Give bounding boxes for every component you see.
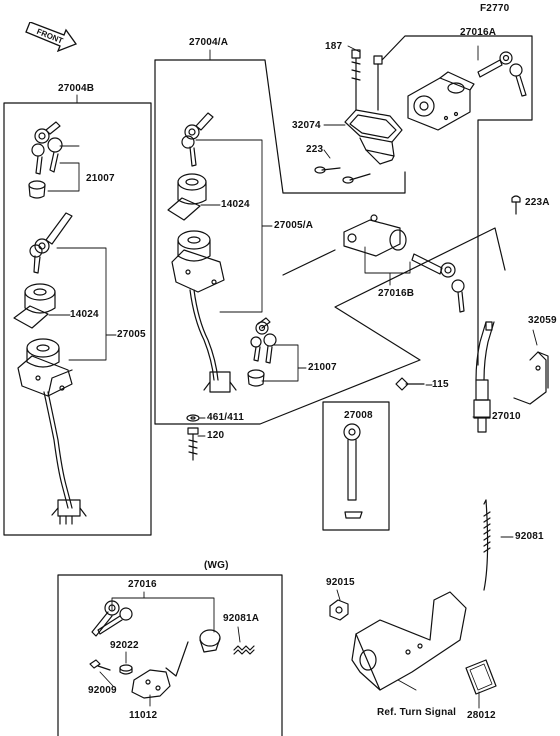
lock-cylinder-icon: [13, 283, 56, 329]
group-frame-27004B: [3, 102, 152, 536]
wire-harness: [43, 391, 87, 525]
figure-code: F2770: [480, 3, 510, 14]
part-label-28012: 28012: [467, 710, 496, 721]
part-label-27004a: 27004/A: [189, 37, 229, 48]
leader-lines: [47, 45, 538, 709]
part-label-223a: 223A: [525, 197, 550, 208]
part-label-27005a: 27005/A: [274, 220, 314, 231]
screw-icon: [314, 166, 371, 184]
lock-body-icon: [407, 71, 475, 131]
part-label-14024: 14024: [70, 309, 99, 320]
key-icon: [91, 600, 133, 637]
part-label-21007: 21007: [308, 362, 337, 373]
ignition-switch-icon: [17, 338, 73, 397]
washer-icon: [186, 414, 200, 422]
spring-icon: [233, 645, 255, 655]
part-label-27016a: 27016A: [460, 27, 497, 38]
diamond-frame: [154, 227, 506, 425]
part-label-27016: 27016: [128, 579, 157, 590]
group-frame-WG: [57, 574, 283, 736]
part-label-92081a: 92081A: [223, 613, 260, 624]
frame-line: [282, 249, 336, 276]
ref-turn-signal-label: Ref. Turn Signal: [377, 707, 457, 718]
part-label-32074: 32074: [292, 120, 321, 131]
key-icon: [250, 317, 277, 364]
nut-icon: [329, 599, 349, 621]
part-label-92022: 92022: [110, 640, 139, 651]
group-frame-27004A: [154, 59, 406, 194]
bolt-icon: [373, 55, 383, 111]
part-label-32059: 32059: [528, 315, 557, 326]
spring-icon: [483, 499, 491, 591]
screw-icon: [89, 659, 111, 671]
group-label-wg: (WG): [204, 560, 229, 571]
bolt-icon: [351, 49, 361, 111]
part-label-27008: 27008: [344, 410, 373, 421]
part-label-92009: 92009: [88, 685, 117, 696]
key-icon: [181, 112, 214, 167]
washer-icon: [119, 664, 133, 675]
plug-icon: [28, 180, 46, 199]
part-label-27004b: 27004B: [58, 83, 95, 94]
part-label-27016b: 27016B: [378, 288, 415, 299]
part-label-92081: 92081: [515, 531, 544, 542]
wire-harness: [189, 289, 237, 393]
plate-icon: [131, 669, 171, 699]
key-icon: [29, 212, 73, 274]
plug-icon: [247, 369, 265, 387]
bolt-icon: [395, 377, 425, 391]
lock-cylinder-icon: [167, 173, 207, 221]
key-icon: [31, 121, 63, 175]
part-label-92015: 92015: [326, 577, 355, 588]
key-blank-icon: [343, 423, 363, 519]
bracket-icon: [344, 109, 403, 165]
bolt-icon: [187, 427, 199, 461]
part-label-223: 223: [306, 144, 324, 155]
part-label-187: 187: [325, 41, 343, 52]
part-label-14024: 14024: [221, 199, 250, 210]
bracket-icon: [351, 591, 467, 691]
lock-body-icon: [343, 214, 407, 257]
lock-body-icon: [199, 629, 221, 653]
part-label-461-411: 461/411: [207, 412, 244, 423]
frame-line: [165, 641, 189, 677]
bracket-icon: [513, 351, 549, 405]
part-label-21007: 21007: [86, 173, 115, 184]
ignition-switch-icon: [171, 230, 225, 293]
part-label-120: 120: [207, 430, 225, 441]
key-icon: [411, 253, 465, 313]
screw-icon: [511, 195, 521, 215]
key-icon: [477, 51, 527, 97]
reflector-icon: [465, 659, 497, 695]
front-arrow-icon: FRONT: [22, 21, 78, 53]
part-label-11012: 11012: [129, 710, 158, 721]
part-label-27005: 27005: [117, 329, 146, 340]
part-label-27010: 27010: [492, 411, 521, 422]
part-label-115: 115: [432, 379, 449, 390]
group-frame-27008: [322, 401, 390, 531]
switch-icon: [473, 321, 495, 433]
group-frame-27016A: [381, 35, 533, 366]
